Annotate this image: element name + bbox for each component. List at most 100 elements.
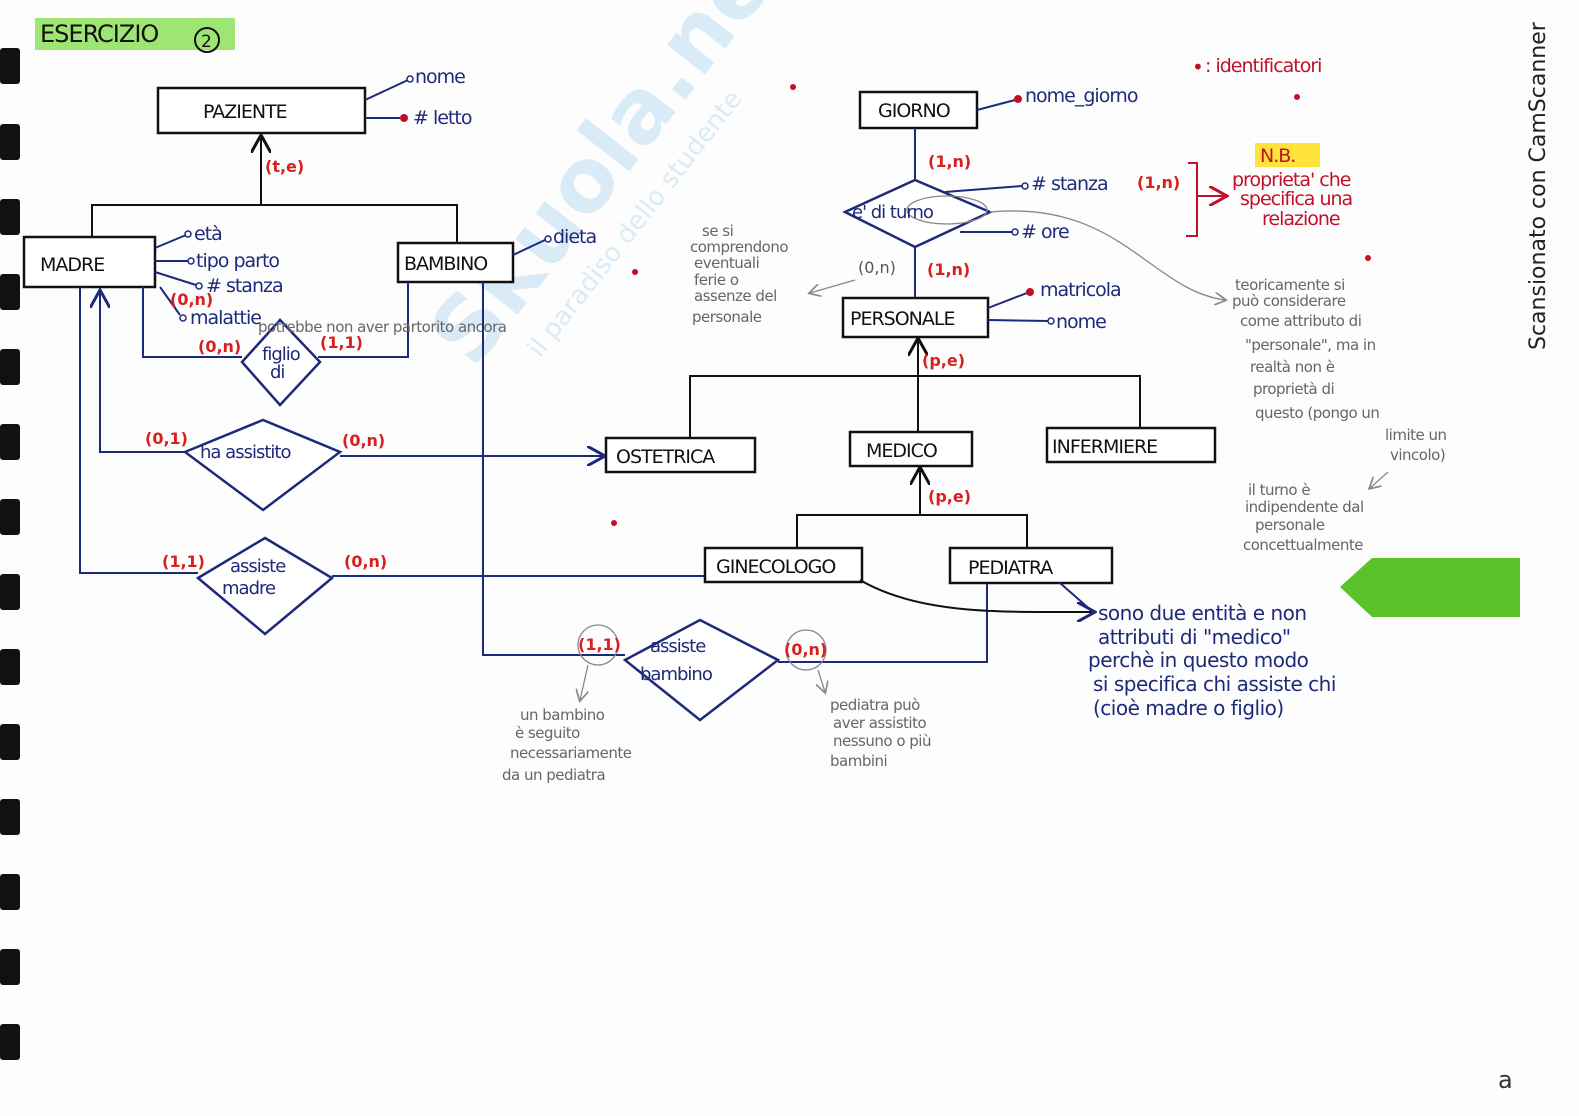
svg-text:indipendente dal: indipendente dal [1245, 498, 1364, 516]
svg-text:(cioè madre o figlio): (cioè madre o figlio) [1093, 696, 1284, 720]
page-title: ESERCIZIO [40, 20, 158, 48]
cardinality: (0,n) [198, 337, 241, 356]
svg-text:attributi di "medico": attributi di "medico" [1098, 625, 1291, 649]
svg-text:pediatra può: pediatra può [830, 696, 920, 714]
attribute-label: nome_giorno [1025, 85, 1138, 107]
cardinality: (1,1) [162, 552, 205, 571]
svg-text:realtà non è: realtà non è [1250, 358, 1335, 376]
nb-highlight [1255, 143, 1320, 167]
attribute-label: nome [1056, 311, 1106, 333]
entity-personale [841, 296, 990, 339]
svg-text:personale: personale [1255, 516, 1325, 534]
attribute-label: matricola [1040, 279, 1121, 301]
svg-text:proprieta' che: proprieta' che [1232, 169, 1351, 191]
cardinality: (0,n) [342, 431, 385, 450]
cardinality: (1,n) [928, 152, 971, 171]
entity-label: PEDIATRA [968, 557, 1053, 579]
entity-label: GIORNO [878, 100, 950, 122]
svg-text:perchè in questo modo: perchè in questo modo [1088, 648, 1309, 672]
note-bambino-seguito: un bambino è seguito necessariamente da … [502, 706, 632, 784]
note-potrebbe: potrebbe non aver partorito ancora [258, 318, 506, 336]
cardinality: (t,e) [265, 157, 304, 176]
relationship-ha-assistito [182, 418, 343, 512]
cardinality: (p,e) [922, 351, 965, 370]
relationship-assiste-bambino [622, 618, 781, 722]
svg-text:specifica una: specifica una [1240, 188, 1352, 210]
svg-text:proprietà di: proprietà di [1253, 380, 1334, 398]
relationship-assiste-madre [195, 536, 335, 636]
entity-infermiere [1045, 426, 1217, 464]
svg-text:sono due entità e non: sono due entità e non [1098, 601, 1307, 625]
cardinality: (0,n) [858, 258, 896, 277]
cardinality: (1,1) [320, 333, 363, 352]
svg-text:limite un: limite un [1385, 426, 1447, 444]
title-number: 2 [201, 32, 212, 52]
svg-text:personale: personale [692, 308, 762, 326]
svg-text:da un pediatra: da un pediatra [502, 766, 605, 784]
attribute-label: tipo parto [196, 250, 279, 272]
relationship-label: assiste [650, 636, 706, 657]
svg-text:assenze del: assenze del [694, 287, 777, 305]
relationship-label: figlio [262, 344, 301, 365]
cardinality: (p,e) [928, 487, 971, 506]
entity-label: GINECOLOGO [716, 556, 835, 578]
svg-text:relazione: relazione [1262, 208, 1340, 230]
cardinality: (1,1) [578, 635, 621, 654]
entity-ginecologo [703, 546, 864, 584]
svg-text:è seguito: è seguito [515, 724, 580, 742]
entity-label: INFERMIERE [1052, 436, 1157, 458]
legend-label: : identificatori [1205, 55, 1321, 77]
svg-text:si specifica chi assiste chi: si specifica chi assiste chi [1093, 672, 1336, 696]
note-teoricamente: teoricamente si può considerare come att… [1232, 276, 1447, 464]
svg-text:può considerare: può considerare [1232, 292, 1346, 310]
entity-label: OSTETRICA [616, 446, 715, 468]
entity-label: PAZIENTE [203, 101, 287, 123]
svg-text:"personale", ma in: "personale", ma in [1245, 336, 1376, 354]
note-turno: il turno è indipendente dal personale co… [1243, 481, 1364, 554]
svg-text:vincolo): vincolo) [1390, 446, 1445, 464]
cardinality: (0,n) [784, 640, 827, 659]
attribute-label: età [194, 223, 222, 245]
svg-text:aver assistito: aver assistito [833, 714, 926, 732]
entity-paziente [156, 86, 367, 135]
identifier-dot [400, 114, 408, 122]
identifier-dot [1026, 288, 1034, 296]
svg-text:teoricamente si: teoricamente si [1235, 276, 1345, 294]
svg-text:comprendono: comprendono [690, 238, 788, 256]
green-tab-marker [1340, 558, 1520, 617]
svg-text:eventuali: eventuali [694, 254, 759, 272]
relationship-label: assiste [230, 556, 286, 577]
relationship-label: di [270, 362, 284, 383]
identifier-dot [1014, 95, 1022, 103]
attribute-label: # stanza [1031, 173, 1108, 195]
title-number-circle [194, 27, 220, 53]
attribute-label: # letto [413, 107, 472, 129]
relationship-label: ha assistito [200, 442, 291, 463]
svg-text:ferie o: ferie o [694, 271, 739, 289]
entity-ostetrica [604, 436, 757, 474]
entity-label: MEDICO [866, 440, 937, 462]
svg-text:un bambino: un bambino [520, 706, 605, 724]
entity-pediatra [948, 546, 1114, 585]
attribute-circle [406, 75, 414, 83]
note-pediatra-puo: pediatra può aver assistito nessuno o pi… [830, 696, 931, 770]
attribute-label: # ore [1021, 221, 1069, 243]
svg-text:se si: se si [702, 222, 733, 240]
relationship-figlio-di [240, 318, 322, 407]
relationship-label: bambino [640, 664, 713, 685]
svg-text:questo (pongo un: questo (pongo un [1255, 404, 1379, 422]
svg-text:il turno è: il turno è [1248, 481, 1310, 499]
svg-text:come attributo di: come attributo di [1240, 312, 1361, 330]
binding-holes [0, 48, 20, 1060]
legend-dot: • [1192, 55, 1204, 79]
svg-text:necessariamente: necessariamente [510, 744, 632, 762]
attribute-label: nome [415, 66, 465, 88]
cardinality: (1,n) [927, 260, 970, 279]
attribute-label: dieta [553, 226, 596, 248]
note-entita: sono due entità e non attributi di "medi… [1088, 601, 1336, 720]
cardinality: (1,n) [1137, 173, 1180, 192]
relationship-label: madre [222, 578, 276, 599]
cardinality: (0,n) [170, 290, 213, 309]
svg-text:nessuno o più: nessuno o più [833, 732, 931, 750]
